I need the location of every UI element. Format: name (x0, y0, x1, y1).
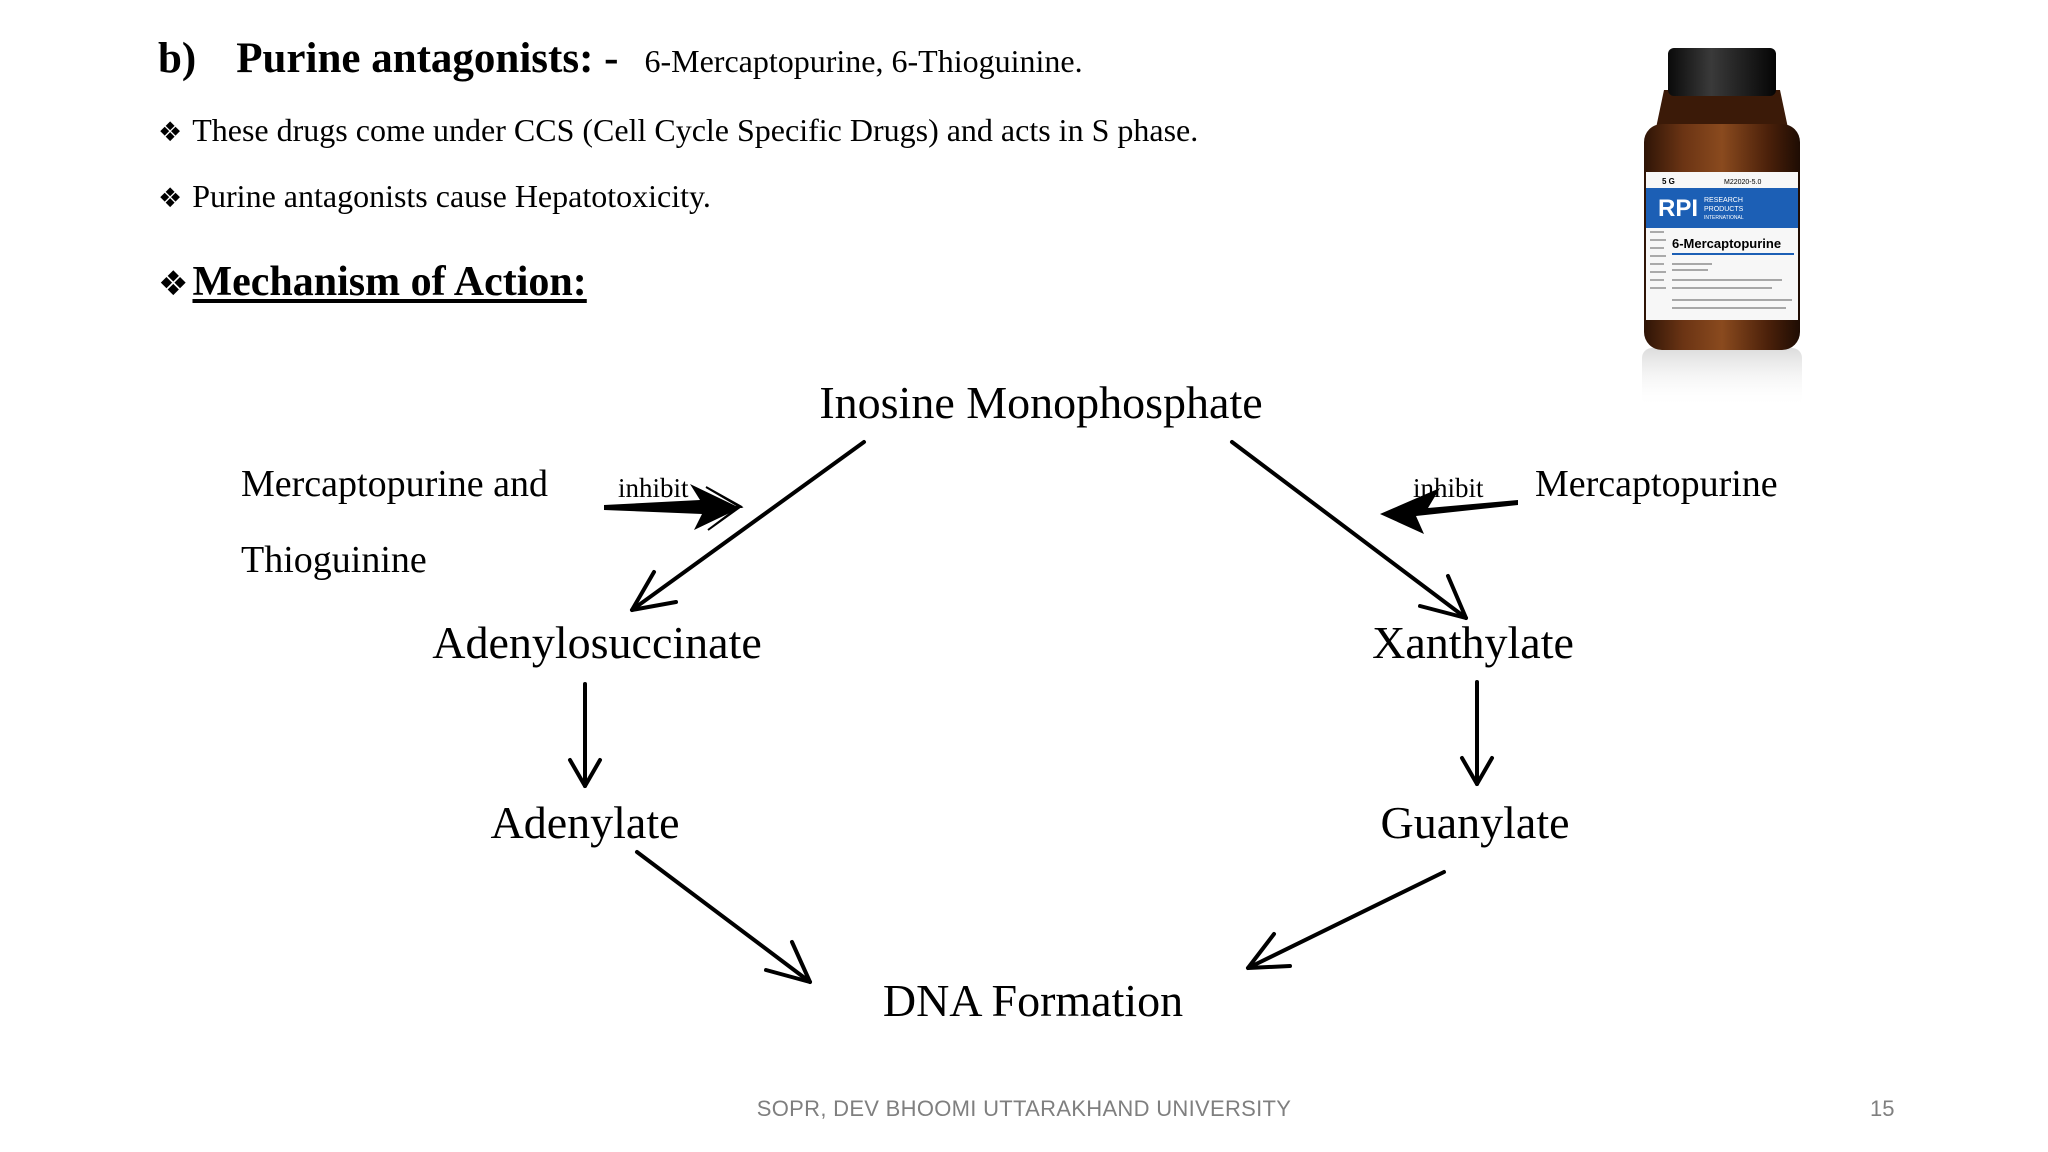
bottle-product-name: 6-Mercaptopurine (1672, 236, 1781, 251)
bullet-item-2: ❖ Purine antagonists cause Hepatotoxicity… (158, 178, 711, 215)
left-inhibitor-line1: Mercaptopurine and (241, 463, 548, 505)
arrow-imp-to-adenylosuccinate (630, 440, 866, 612)
bullet-text: Purine antagonists cause Hepatotoxicity. (192, 178, 711, 214)
arrow-head-dna-left-icon (764, 940, 812, 984)
node-adenylate: Adenylate (490, 797, 679, 848)
bottle-label-catalog: M22020-5.0 (1724, 179, 1761, 186)
arrow-head-dna-right-icon (1246, 932, 1292, 970)
mechanism-heading: ❖Mechanism of Action: (158, 258, 587, 306)
bottle-brand-sub1: RESEARCH (1704, 197, 1743, 204)
right-inhibitor: Mercaptopurine (1535, 463, 1778, 505)
bullet-diamond-icon: ❖ (158, 117, 183, 148)
node-guanylate: Guanylate (1380, 797, 1569, 848)
node-adenylosuccinate: Adenylosuccinate (432, 617, 762, 668)
heading-letter: b) (158, 35, 197, 82)
bottle-fine-print (1650, 231, 1792, 309)
node-xanthylate: Xanthylate (1372, 617, 1574, 668)
bottle-brand-sub3: INTERNATIONAL (1704, 215, 1744, 221)
arrow-guanylate-to-dna (1246, 870, 1446, 970)
bottle-brand-logo: RPI (1658, 195, 1698, 222)
bullet-text: These drugs come under CCS (Cell Cycle S… (192, 112, 1199, 148)
arrow-head-adenylosuccinate-icon (630, 570, 678, 612)
slide-heading: b) Purine antagonists: - 6-Mercaptopurine,… (158, 34, 1083, 83)
arrow-adenylate-to-dna (635, 850, 812, 984)
bullet-diamond-icon: ❖ (158, 264, 189, 304)
bullet-item-1: ❖ These drugs come under CCS (Cell Cycle … (158, 112, 1198, 149)
page-number: 15 (1870, 1096, 1895, 1121)
mercaptopurine-bottle-image: 5 G M22020-5.0 RPI RESEARCH PRODUCTS INT… (1642, 48, 1802, 408)
bullet-diamond-icon: ❖ (158, 183, 183, 214)
arrow-head-guanylate-icon (1460, 756, 1494, 786)
arrow-imp-to-xanthylate (1230, 440, 1468, 620)
bottle-label-band (1646, 188, 1798, 228)
bottle-reflection (1642, 348, 1802, 408)
node-inosine-monophosphate: Inosine Monophosphate (819, 377, 1262, 428)
bottle-label-size: 5 G (1662, 177, 1675, 186)
left-inhibit-arrow-icon (604, 486, 744, 531)
bottle-neck (1656, 90, 1788, 128)
left-inhibitor-line2: Thioguinine (241, 539, 427, 581)
footer-institution: SOPR, DEV BHOOMI UTTARAKHAND UNIVERSITY (756, 1096, 1292, 1121)
arrow-head-xanthylate-icon (1418, 574, 1468, 620)
node-dna-formation: DNA Formation (883, 975, 1183, 1026)
right-inhibit-arrow-icon (1380, 488, 1518, 534)
heading-drugs: 6-Mercaptopurine, 6-Thioguinine. (644, 43, 1083, 79)
bottle-brand-sub2: PRODUCTS (1704, 206, 1744, 213)
heading-title: Purine antagonists: - (236, 35, 619, 82)
mechanism-title: Mechanism of Action: (192, 259, 587, 305)
left-inhibit-wedge (604, 484, 740, 530)
left-inhibit-label: inhibit (618, 473, 689, 503)
arrow-head-adenylate-icon (568, 758, 602, 788)
bottle-cap (1668, 48, 1776, 96)
